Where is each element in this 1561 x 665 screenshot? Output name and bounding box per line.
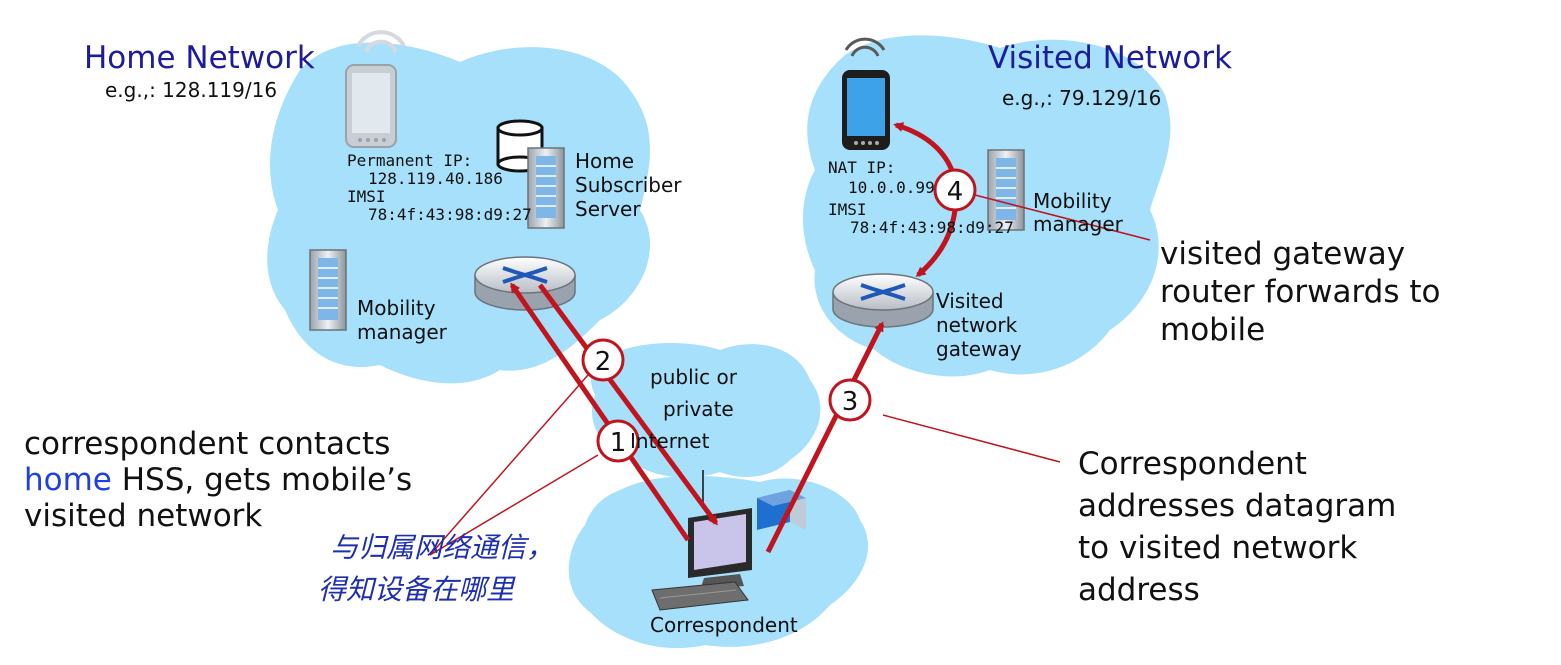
visited-nat-ip-value: 10.0.0.99: [848, 178, 935, 197]
home-mobility-manager-line1: Mobility: [357, 296, 436, 320]
home-mobility-manager-server-icon: [309, 249, 347, 331]
left-note-line3: visited network: [24, 498, 263, 534]
hss-label-line2: Subscriber: [575, 173, 682, 197]
internet-label-line3: Internet: [630, 429, 710, 453]
visited-gateway-label-line2: network: [936, 313, 1018, 337]
svg-text:1: 1: [610, 428, 627, 458]
step-circle-2: 2: [581, 338, 625, 382]
correspondent-label: Correspondent: [650, 613, 798, 637]
correspondent-computer-icon: [651, 508, 752, 611]
hss-label-line3: Server: [575, 197, 641, 221]
visited-imsi-value: 78:4f:43:98:d9:27: [850, 218, 1014, 237]
right-bottom-note-line4: address: [1078, 572, 1200, 608]
step-2-arrow: [537, 283, 719, 526]
handwritten-note-line2: 得知设备在哪里: [318, 573, 515, 606]
home-imsi-value: 78:4f:43:98:d9:27: [368, 205, 532, 224]
home-gateway-router-icon: [474, 256, 576, 311]
visited-mobility-manager-server-icon: [987, 149, 1025, 231]
left-note-line2: home HSS, gets mobile’s: [24, 462, 412, 498]
visited-gateway-label-line3: gateway: [936, 337, 1022, 361]
home-wireless-signal-icon: [356, 30, 406, 53]
right-top-note-line2: router forwards to: [1160, 274, 1441, 310]
handwritten-note-line1: 与归属网络通信，: [330, 531, 555, 564]
home-network-prefix: e.g.,: 128.119/16: [105, 78, 278, 102]
right-bottom-note-line1: Correspondent: [1078, 446, 1307, 482]
home-permanent-ip-label: Permanent IP:: [347, 151, 473, 170]
step-circle-4: 4: [933, 168, 977, 212]
home-mobility-manager-line2: manager: [357, 320, 447, 344]
svg-text:3: 3: [842, 387, 859, 417]
left-note-home-word: home: [24, 462, 112, 498]
step-circle-1: 1: [596, 419, 640, 463]
home-mobile-phone-icon: [345, 64, 397, 148]
svg-text:4: 4: [947, 177, 964, 207]
right-bottom-note-line2: addresses datagram: [1078, 488, 1397, 524]
visited-nat-ip-label: NAT IP:: [828, 158, 896, 177]
right-top-note-line3: mobile: [1160, 312, 1266, 348]
internet-label-line1: public or: [650, 365, 737, 389]
step-3-arrow: [765, 321, 885, 554]
left-note-line1: correspondent contacts: [24, 426, 391, 462]
visited-imsi-label: IMSI: [828, 200, 867, 219]
hss-server-icon: [527, 147, 565, 229]
visited-network-title: Visited Network: [988, 40, 1233, 76]
step-1-arrow: [509, 282, 691, 542]
hss-label-line1: Home: [575, 149, 635, 173]
step-4-arrow-down: [915, 209, 958, 277]
visited-mobility-manager-line2: manager: [1033, 212, 1123, 236]
visited-gateway-label-line1: Visited: [936, 289, 1004, 313]
step-circle-3: 3: [828, 378, 872, 422]
internet-label-line2: private: [663, 397, 734, 421]
visited-gateway-router-icon: [832, 273, 934, 328]
home-permanent-ip-value: 128.119.40.186: [368, 169, 503, 188]
right-top-note-line1: visited gateway: [1160, 236, 1406, 272]
svg-text:2: 2: [595, 347, 612, 377]
visited-mobile-phone-icon: [842, 70, 890, 150]
visited-network-prefix: e.g.,: 79.129/16: [1002, 86, 1162, 110]
annotation-lines: [429, 194, 1151, 556]
home-network-title: Home Network: [84, 40, 315, 76]
left-note-line2-rest: HSS, gets mobile’s: [111, 462, 413, 498]
internet-cloud: [590, 343, 821, 478]
home-imsi-label: IMSI: [347, 187, 386, 206]
right-bottom-note-line3: to visited network: [1078, 530, 1358, 566]
visited-wireless-signal-icon: [844, 37, 886, 57]
visited-mobility-manager-line1: Mobility: [1033, 189, 1112, 213]
